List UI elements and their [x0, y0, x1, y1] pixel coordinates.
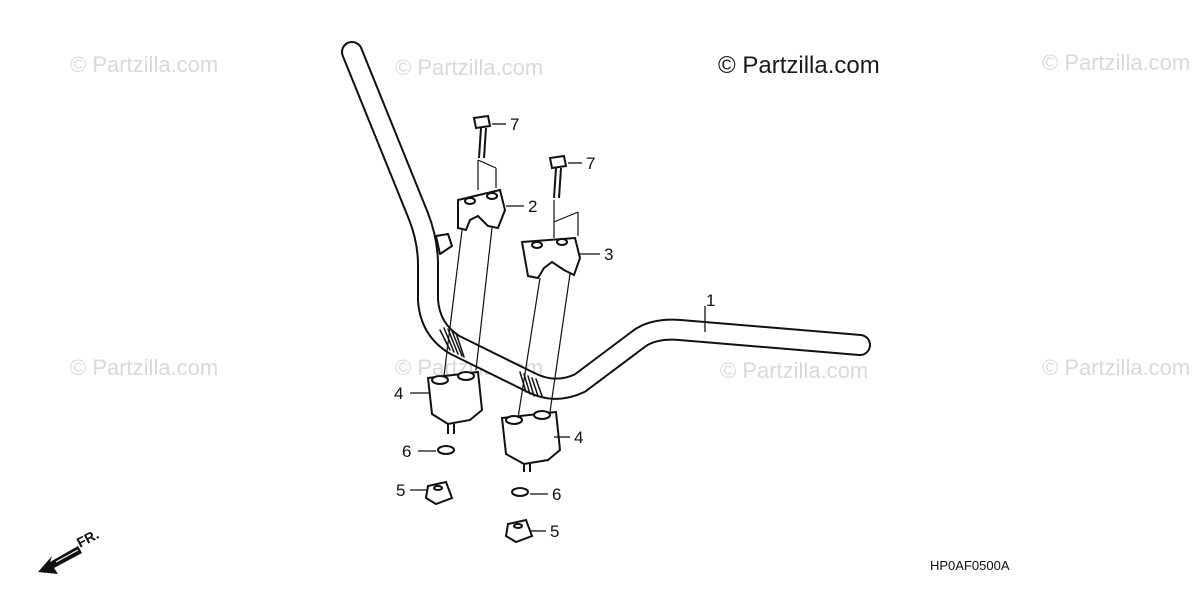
front-direction-arrow-icon: [38, 546, 82, 574]
assembly-guide-lines: [443, 159, 579, 419]
callout-2: 2: [528, 197, 537, 216]
bolt-7: [472, 114, 492, 159]
nut-5: [424, 480, 454, 506]
washer-6: [511, 487, 529, 497]
callout-6: 6: [552, 485, 561, 504]
callout-7: 7: [510, 115, 519, 134]
upper-holder-2: [457, 188, 507, 232]
handlebar: [341, 41, 871, 400]
callout-7: 7: [586, 154, 595, 173]
watermark: © Partzilla.com: [1042, 50, 1191, 75]
washer-6: [437, 445, 455, 455]
diagram-code: HP0AF0500A: [930, 558, 1010, 573]
callout-4: 4: [394, 384, 403, 403]
callout-5: 5: [396, 481, 405, 500]
brand-label: © Partzilla.com: [718, 52, 880, 79]
callout-3: 3: [604, 245, 613, 264]
nut-5: [504, 518, 534, 544]
lower-holder-4: [500, 410, 562, 472]
callout-1: 1: [706, 291, 715, 310]
bolt-7: [548, 154, 568, 199]
watermark: © Partzilla.com: [720, 358, 869, 383]
watermark: © Partzilla.com: [395, 55, 544, 80]
watermark: © Partzilla.com: [70, 52, 219, 77]
callout-5: 5: [550, 522, 559, 541]
leader-lines: [410, 123, 706, 532]
callout-4: 4: [574, 428, 583, 447]
watermark: © Partzilla.com: [70, 355, 219, 380]
lower-holder-4: [426, 370, 484, 434]
callout-6: 6: [402, 442, 411, 461]
upper-holder-3: [520, 236, 582, 280]
watermark: © Partzilla.com: [1042, 355, 1191, 380]
